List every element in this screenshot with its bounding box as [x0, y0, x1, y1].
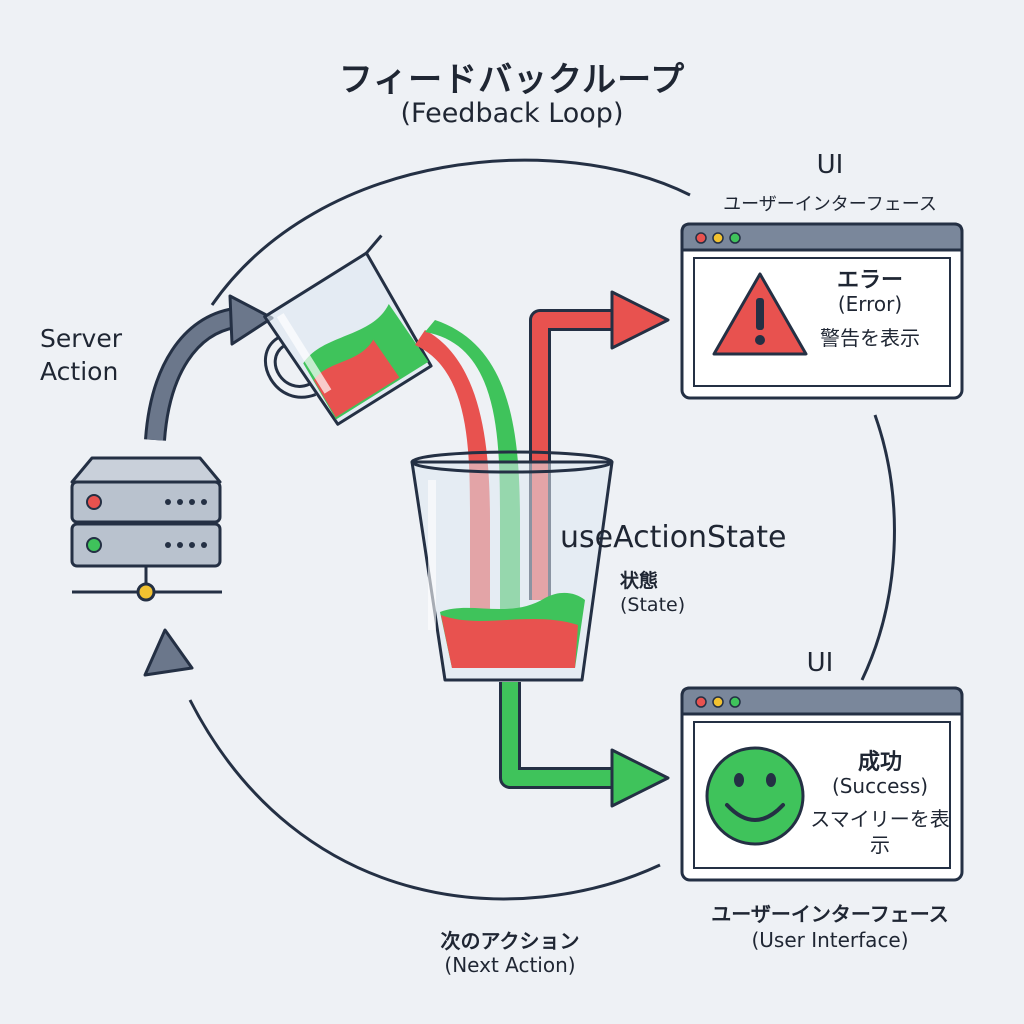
server-action-arrow — [144, 294, 274, 441]
warning-icon — [712, 272, 808, 356]
pitcher-icon — [263, 234, 433, 426]
state-label-japanese: 状態 — [620, 570, 659, 592]
error-title-english: (Error) — [837, 292, 903, 316]
pour-stream-green — [425, 320, 520, 640]
ui-footer-japanese: ユーザーインターフェース — [711, 902, 949, 926]
title-japanese: フィードバックループ — [338, 60, 686, 100]
error-ui-subheading: ユーザーインターフェース — [723, 194, 937, 215]
success-description: スマイリーを表示 — [810, 807, 950, 857]
server-action-label-line2: Action — [40, 357, 119, 386]
success-ui-heading: UI — [806, 648, 834, 678]
error-description: 警告を表示 — [820, 326, 920, 350]
success-title-japanese: 成功 — [857, 750, 902, 775]
next-action-arrow-head — [143, 628, 194, 677]
loop-arc-right — [860, 414, 896, 681]
title-english: (Feedback Loop) — [400, 98, 624, 129]
success-title-english: (Success) — [831, 774, 929, 798]
next-action-japanese: 次のアクション — [440, 929, 580, 953]
success-arrow — [499, 682, 670, 808]
loop-arc-bottom — [188, 699, 661, 901]
next-action-english: (Next Action) — [444, 953, 576, 977]
server-action-label-line1: Server — [40, 324, 122, 353]
smiley-icon — [705, 746, 805, 846]
ui-footer-english: (User Interface) — [751, 928, 909, 952]
glass-icon — [410, 450, 614, 682]
hook-name-label: useActionState — [560, 520, 787, 555]
error-ui-heading: UI — [816, 150, 844, 180]
server-icon — [70, 456, 222, 602]
loop-arc-top — [210, 158, 691, 306]
error-title-japanese: エラー — [836, 268, 903, 293]
server-action-label: Server Action — [40, 322, 122, 388]
state-label-english: (State) — [620, 594, 686, 616]
